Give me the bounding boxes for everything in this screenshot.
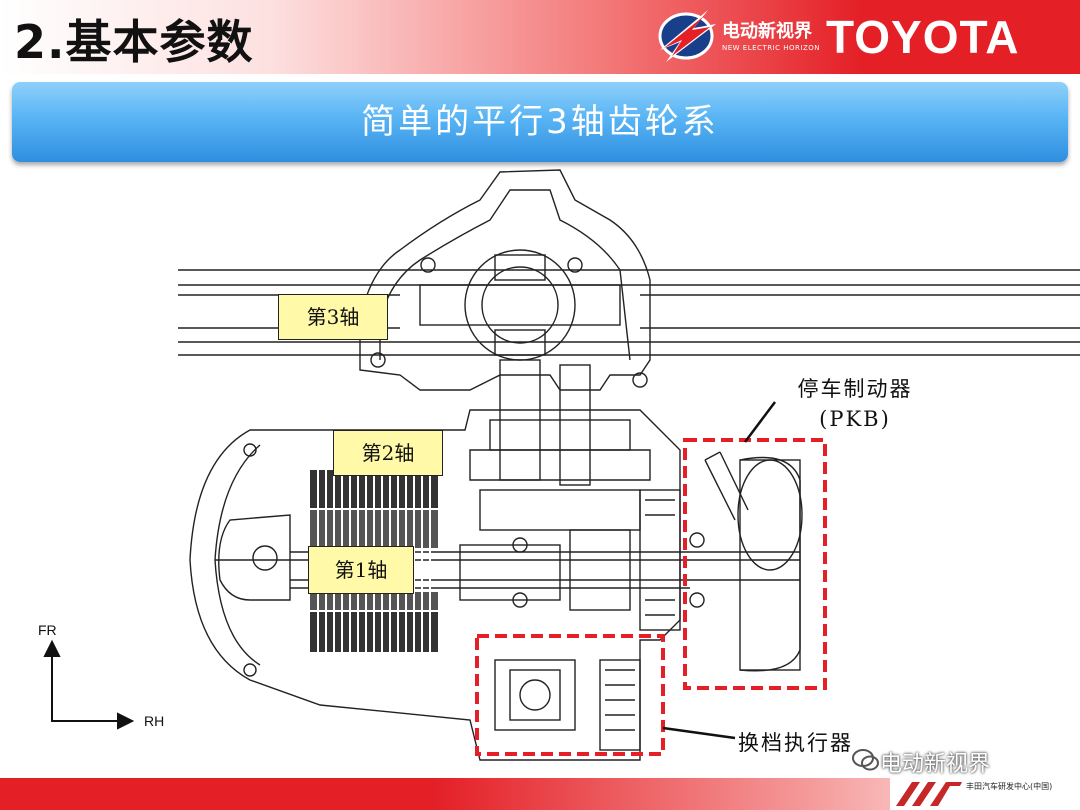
pkb-highlight-box	[683, 438, 827, 690]
shift-actuator-highlight-box	[475, 634, 665, 756]
pkb-callout-line1: 停车制动器	[797, 377, 913, 401]
transaxle-cross-section-diagram	[43, 169, 1080, 761]
brand-name-cn: 电动新视界	[722, 21, 812, 42]
wechat-icon	[852, 749, 879, 771]
page-title: 2.基本参数	[14, 15, 254, 69]
pkb-callout: 停车制动器 (PKB)	[780, 374, 930, 434]
rd-center-logo-icon	[890, 778, 1080, 810]
subtitle-banner: 简单的平行3轴齿轮系	[12, 82, 1068, 162]
header-bar	[0, 0, 1080, 74]
shift-actuator-callout: 换档执行器	[738, 731, 853, 755]
axis-label-fr: FR	[38, 622, 57, 638]
shaft-2-label: 第2轴	[333, 430, 443, 476]
pkb-callout-line2: (PKB)	[819, 407, 891, 431]
shift-leader-line	[662, 726, 736, 740]
watermark-text: 电动新视界	[880, 752, 991, 777]
brand-name-en: NEW ELECTRIC HORIZON	[722, 44, 820, 52]
orientation-arrows	[43, 639, 135, 730]
toyota-logo-text: TOYOTA	[826, 11, 1020, 63]
subtitle-text: 简单的平行3轴齿轮系	[361, 102, 719, 142]
diff-housing	[359, 169, 651, 391]
rd-center-name: 丰田汽车研发中心(中国)	[966, 782, 1053, 791]
axis-label-rh: RH	[144, 713, 165, 729]
shaft-1-label: 第1轴	[308, 546, 414, 594]
pkb-leader-line	[744, 401, 776, 443]
brand-logo-icon	[658, 10, 716, 62]
shaft-3-label: 第3轴	[278, 294, 388, 340]
main-housing	[189, 409, 681, 761]
